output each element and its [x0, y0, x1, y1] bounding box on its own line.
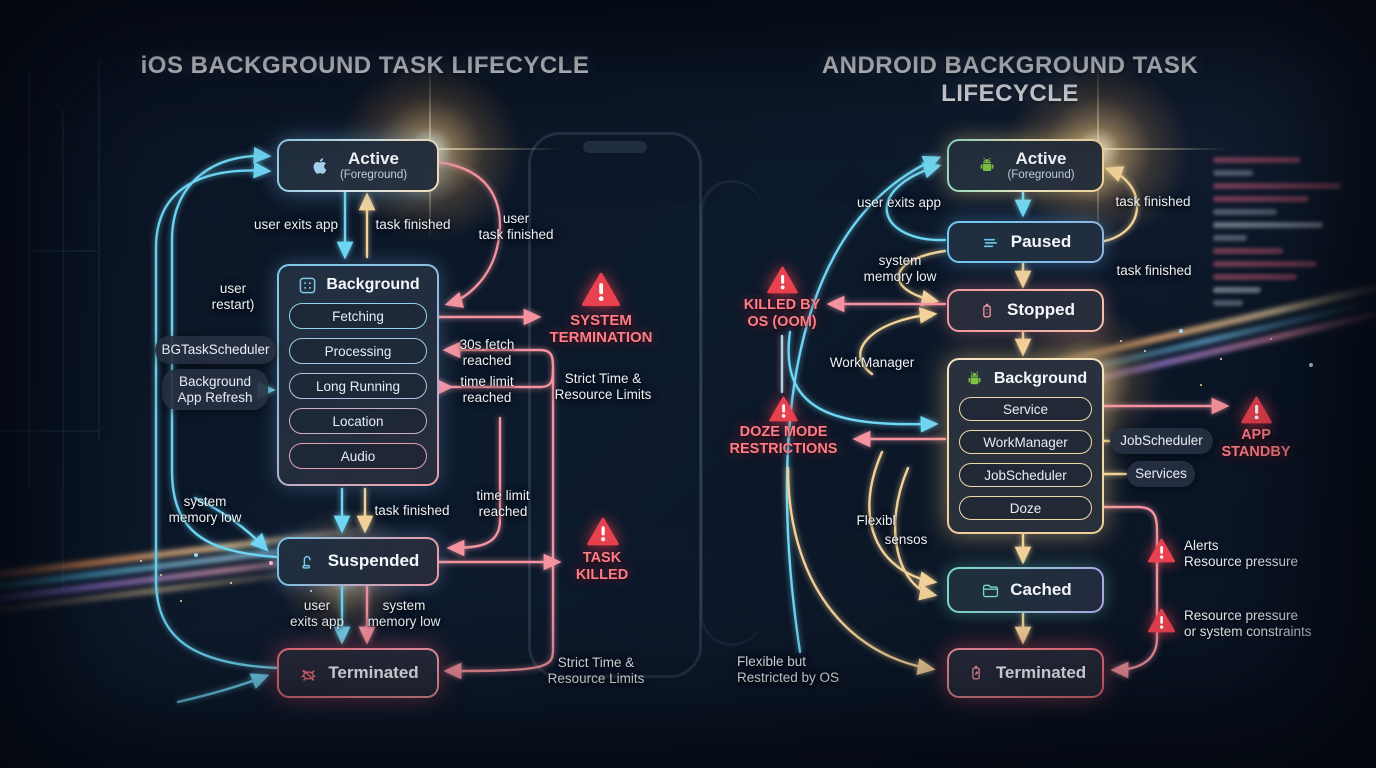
edge-label-flexible: Flexibl — [856, 513, 896, 528]
android-mode-doze: Doze — [959, 496, 1092, 520]
node-label: Suspended — [327, 551, 420, 571]
warning-triangle-icon — [769, 396, 798, 422]
edge-label-time-limit-lower: time limit reached — [476, 488, 530, 519]
circuit-trace — [28, 250, 98, 252]
android-background-state: Background Service WorkManager JobSchedu… — [947, 358, 1104, 534]
android-cached-state: Cached — [947, 567, 1104, 613]
ios-mode-processing: Processing — [289, 338, 427, 364]
warning-triangle-icon — [587, 517, 619, 546]
warning-triangle-icon — [1148, 608, 1175, 633]
resource-constraints-note: Resource pressure or system constraints — [1148, 608, 1312, 640]
apple-icon — [309, 155, 331, 177]
edge-label-system-memory-low: system memory low — [863, 253, 937, 284]
circuit-trace — [98, 60, 100, 440]
edge-label-user-task-finished: user task finished — [478, 211, 554, 242]
android-robot-icon — [964, 368, 986, 390]
ios-mode-long-running: Long Running — [289, 373, 427, 399]
jobscheduler-tag: JobScheduler — [1110, 428, 1213, 454]
ios-background-state: Background Fetching Processing Long Runn… — [277, 264, 439, 486]
android-mode-workmanager: WorkManager — [959, 430, 1092, 454]
circuit-trace — [62, 110, 64, 590]
note-flexible-restricted: Flexible but Restricted by OS — [737, 654, 840, 685]
edge-label-system-memory-low: system memory low — [168, 494, 242, 525]
ios-mode-audio: Audio — [289, 443, 427, 469]
system-termination-warning: SYSTEM TERMINATION — [549, 272, 653, 346]
android-stopped-state: Stopped — [947, 289, 1104, 332]
edge-label-user-restart: user restart) — [211, 281, 255, 312]
node-sublabel: (Foreground) — [1007, 169, 1075, 182]
ios-mode-fetching: Fetching — [289, 303, 427, 329]
node-label: Active — [1015, 148, 1067, 168]
note-strict-limits-lower: Strict Time & Resource Limits — [547, 655, 645, 686]
bgtaskscheduler-tag: BGTaskScheduler — [155, 336, 276, 364]
note-strict-limits-upper: Strict Time & Resource Limits — [554, 371, 652, 402]
android-terminated-state: Terminated — [947, 648, 1104, 698]
particle-dots — [1120, 340, 1122, 342]
services-tag: Services — [1127, 461, 1195, 487]
edge-label-user-exits-app-lower: user exits app — [289, 598, 345, 629]
background-modes-icon — [296, 274, 318, 296]
node-label: Background — [993, 370, 1088, 388]
killed-by-os-warning: KILLED BY OS (OOM) — [744, 266, 820, 330]
node-label: Active — [347, 148, 400, 168]
edge-label-user-exits-app: user exits app — [253, 217, 339, 232]
edge-label-time-limit: time limit reached — [460, 374, 514, 405]
ios-suspended-state: Suspended — [277, 537, 439, 586]
task-killed-warning: TASK KILLED — [576, 517, 628, 583]
edge-label-task-finished: task finished — [1115, 194, 1191, 209]
suspended-icon — [297, 551, 319, 573]
node-label: Cached — [1010, 579, 1072, 599]
phone-silhouette — [700, 180, 763, 646]
node-sublabel: (Foreground) — [339, 169, 408, 182]
node-label: Stopped — [1007, 300, 1075, 320]
edge-label-system-memory-low-lower: system memory low — [367, 598, 441, 629]
alerts-resource-note: Alerts Resource pressure — [1148, 538, 1298, 570]
ios-title: iOS BACKGROUND TASK LIFECYCLE — [140, 52, 590, 79]
terminated-bug-icon — [297, 662, 319, 684]
edge-label-sensors: sensos — [884, 532, 928, 547]
android-title: ANDROID BACKGROUND TASK LIFECYCLE — [821, 52, 1199, 107]
particle-dots — [140, 560, 142, 562]
edge-label-task-finished: task finished — [375, 217, 451, 232]
edge-label-user-exits-app: user exits app — [856, 195, 942, 210]
warning-triangle-icon — [767, 266, 798, 294]
ios-mode-location: Location — [289, 408, 427, 434]
android-active-state: Active (Foreground) — [947, 139, 1104, 192]
node-label: Background — [326, 276, 420, 294]
app-standby-warning: APP STANDBY — [1221, 396, 1291, 460]
android-paused-state: Paused — [947, 221, 1104, 263]
warning-triangle-icon — [1241, 396, 1272, 424]
warning-triangle-icon — [1148, 538, 1175, 563]
edge-label-task-finished-lower: task finished — [374, 503, 450, 518]
circuit-trace — [28, 70, 30, 490]
android-mode-service: Service — [959, 397, 1092, 421]
android-robot-icon — [976, 155, 998, 177]
android-mode-jobscheduler: JobScheduler — [959, 463, 1092, 487]
doze-mode-warning: DOZE MODE RESTRICTIONS — [730, 396, 837, 457]
battery-icon — [965, 662, 987, 684]
paused-lines-icon — [980, 231, 1002, 253]
ios-active-state: Active (Foreground) — [277, 139, 439, 192]
node-label: Terminated — [328, 662, 419, 682]
node-label: Terminated — [995, 662, 1087, 682]
node-label: Paused — [1010, 231, 1072, 251]
edge-label-workmanager: WorkManager — [829, 355, 915, 370]
edge-label-task-finished-lower: task finished — [1116, 263, 1192, 278]
warning-triangle-icon — [582, 272, 620, 307]
circuit-trace — [0, 430, 98, 432]
background-app-refresh-tag: Background App Refresh — [162, 369, 268, 410]
ios-terminated-state: Terminated — [277, 648, 439, 698]
edge-label-30s-fetch: 30s fetch reached — [459, 337, 515, 368]
folder-icon — [979, 579, 1001, 601]
battery-icon — [976, 300, 998, 322]
code-editor-backdrop — [1213, 150, 1363, 313]
